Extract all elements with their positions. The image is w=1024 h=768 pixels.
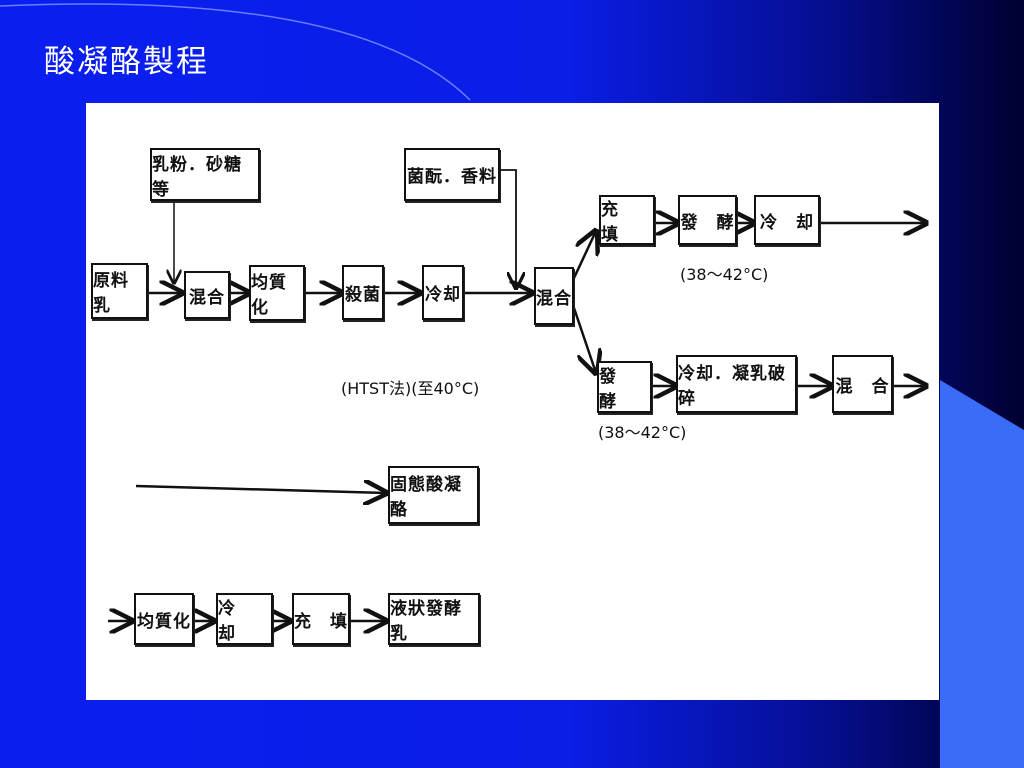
box-homogenize-1: 均質化	[249, 265, 305, 321]
process-diagram-panel: 原料乳 乳粉．砂糖等 混合 均質化 殺菌 冷却 菌酛．香料 混合 充 填 發 酵…	[86, 103, 939, 700]
box-cool-1: 冷却	[422, 265, 464, 320]
htst-note: (HTST法)(至40°C)	[341, 379, 480, 398]
box-ferment-1: 發 酵	[678, 195, 737, 245]
box-homogenize-2: 均質化	[134, 593, 194, 645]
box-fill-2: 充 填	[292, 593, 350, 645]
box-cool-curd-breaking: 冷却．凝乳破碎	[676, 355, 797, 413]
slide-title: 酸凝酪製程	[44, 44, 209, 80]
box-additives: 乳粉．砂糖等	[150, 148, 260, 201]
box-cool-2: 冷 却	[754, 195, 820, 245]
ferment-2-temperature-note: (38～42°C)	[598, 423, 687, 442]
box-drink-yogurt: 液狀發酵乳	[388, 593, 480, 645]
box-cool-3: 冷 却	[216, 593, 273, 645]
flow-arrows	[108, 169, 939, 700]
box-set-yogurt: 固態酸凝酪	[388, 466, 479, 524]
ferment-1-temperature-note: (38～42°C)	[680, 265, 769, 284]
box-culture-flavor: 菌酛．香料	[404, 148, 500, 201]
box-mix-1: 混合	[184, 271, 230, 319]
box-ferment-2: 發 酵	[597, 361, 652, 413]
box-raw-milk: 原料乳	[91, 263, 148, 319]
box-sterilize: 殺菌	[342, 265, 384, 320]
box-fill-1: 充 填	[599, 195, 655, 245]
box-mix-2: 混合	[534, 267, 574, 325]
box-mix-3: 混 合	[832, 355, 893, 413]
decorative-triangle	[940, 380, 1024, 768]
